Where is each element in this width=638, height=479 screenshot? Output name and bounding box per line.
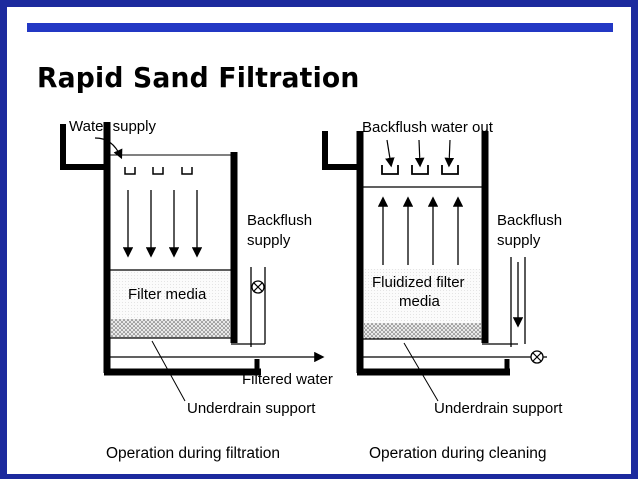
slide-title: Rapid Sand Filtration — [37, 61, 360, 94]
right-gravel-layer — [364, 323, 481, 339]
left-underdrain-leader — [151, 340, 186, 402]
left-filter-diagram: Water supply Backflush supply Filter med… — [60, 118, 333, 462]
left-inlet-trough — [60, 124, 107, 170]
left-inflow-curve — [94, 137, 123, 160]
right-trough-1 — [381, 165, 399, 175]
left-filter-media — [111, 270, 230, 322]
left-filter-media-label: Filter media — [128, 286, 207, 303]
left-water-supply-label: Water supply — [69, 118, 156, 135]
left-filtered-water-label: Filtered water — [242, 371, 333, 388]
right-out-arrow-1 — [385, 139, 395, 168]
left-caption: Operation during filtration — [106, 445, 280, 462]
header-accent-bar — [27, 23, 613, 32]
right-caption: Operation during cleaning — [369, 445, 547, 462]
right-backflush-supply-label-2: supply — [497, 232, 541, 249]
right-outlet-trough — [322, 131, 360, 170]
right-fluidized-label-1: Fluidized filter — [372, 274, 465, 291]
right-filter-diagram: Backflush water out Backflush supply Flu… — [322, 119, 563, 462]
right-underdrain-label: Underdrain support — [434, 400, 563, 417]
right-out-arrow-2 — [414, 139, 425, 168]
right-out-arrow-3 — [444, 139, 455, 168]
right-fluidized-label-2: media — [399, 293, 441, 310]
right-fluidized-media — [364, 269, 481, 324]
left-backflush-valve-icon — [251, 280, 265, 294]
left-gravel-layer — [111, 319, 230, 338]
right-trough-3 — [441, 165, 459, 175]
left-backflush-supply-label-1: Backflush — [247, 212, 312, 229]
right-backflush-supply-label-1: Backflush — [497, 212, 562, 229]
left-trough-3 — [181, 167, 193, 175]
right-backflush-valve-icon — [530, 350, 544, 364]
right-underdrain-leader — [403, 342, 439, 402]
right-trough-2 — [411, 165, 429, 175]
slide: Rapid Sand Filtration — [7, 7, 631, 474]
left-underdrain-label: Underdrain support — [187, 400, 316, 417]
left-backflush-supply-label-2: supply — [247, 232, 291, 249]
left-trough-2 — [152, 167, 164, 175]
right-backflush-out-label: Backflush water out — [362, 119, 494, 136]
filtration-diagram: Water supply Backflush supply Filter med… — [60, 118, 563, 462]
left-trough-1 — [124, 167, 136, 175]
